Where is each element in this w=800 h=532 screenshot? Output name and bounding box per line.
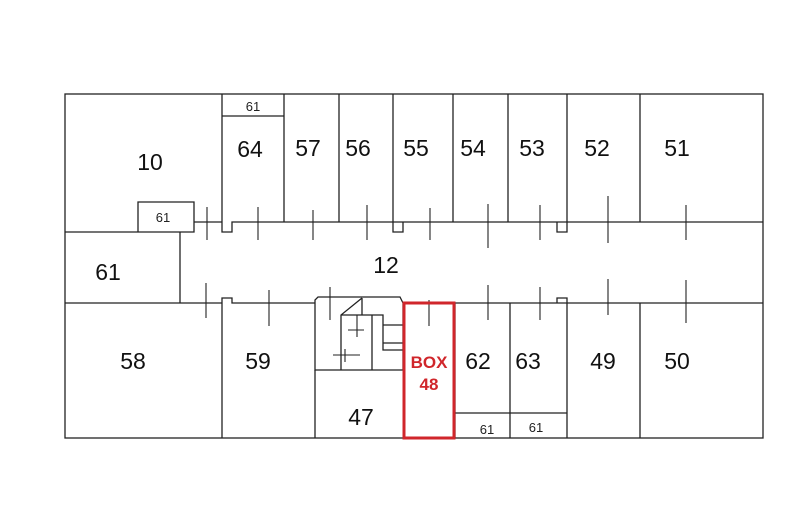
room-51: 51 <box>664 135 690 161</box>
room-54: 54 <box>460 135 486 161</box>
small-room-61-mid: 61 <box>156 210 170 225</box>
room-62: 62 <box>465 348 491 374</box>
room-49: 49 <box>590 348 616 374</box>
room-59: 59 <box>245 348 271 374</box>
room-61-left: 61 <box>95 259 121 285</box>
room-52: 52 <box>584 135 610 161</box>
room-47: 47 <box>348 404 374 430</box>
room-64: 64 <box>237 136 263 162</box>
room-50: 50 <box>664 348 690 374</box>
highlighted-room-box-48[interactable] <box>402 301 456 440</box>
small-room-61-top: 61 <box>246 99 260 114</box>
room-56: 56 <box>345 135 371 161</box>
room-55: 55 <box>403 135 429 161</box>
small-room-61-bottom-2: 61 <box>529 420 543 435</box>
room-53: 53 <box>519 135 545 161</box>
small-room-61-bottom-1: 61 <box>480 422 494 437</box>
room-57: 57 <box>295 135 321 161</box>
room-12-corridor: 12 <box>373 252 399 278</box>
room-63: 63 <box>515 348 541 374</box>
highlight-label-line1: BOX <box>411 353 449 372</box>
door-ticks <box>205 196 687 326</box>
room-58: 58 <box>120 348 146 374</box>
highlight-label-line2: 48 <box>420 375 439 394</box>
room-10: 10 <box>137 149 163 175</box>
